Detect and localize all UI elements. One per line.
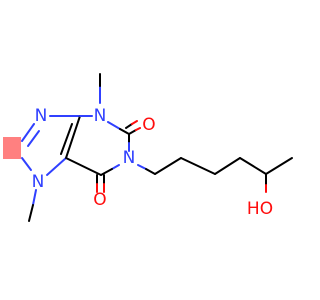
bond-c2-o-outer — [135, 127, 141, 131]
bond-c2-o — [128, 129, 137, 135]
bond-layer — [21, 73, 293, 222]
bond-n3-c2-end — [119, 128, 130, 135]
bond-c2-o-inner — [125, 123, 133, 129]
bond-n7-methyl — [32, 189, 37, 206]
atom-n7-label: N — [32, 172, 45, 192]
atom-o-c2-label: O — [142, 115, 155, 135]
atom-n1-label: N — [123, 148, 136, 168]
bond-n1-c6 — [111, 164, 120, 170]
bond-n1-c6-end — [100, 168, 113, 176]
atom-oh-label: HO — [247, 199, 273, 219]
bond-n7-methyl-end — [28, 204, 34, 222]
bond-chain-4 — [214, 157, 241, 175]
bond-chain-3 — [180, 157, 216, 175]
bond-c2-o-inner-end — [131, 120, 138, 125]
bond-n1-chain — [137, 164, 147, 170]
highlight-c8 — [3, 137, 21, 159]
atom-label-layer: N N N N O O HO — [32, 106, 273, 219]
atom-n9-label: N — [35, 106, 48, 126]
bond-c4-c5-inner — [60, 123, 73, 155]
bond-chain-methyl — [265, 157, 293, 175]
bond-c5-n7 — [46, 157, 67, 176]
bond-c4-c5 — [65, 115, 81, 159]
atom-o-c6-label: O — [93, 190, 106, 210]
bond-c8-n7 — [21, 157, 32, 171]
bond-n9-c8 — [21, 123, 35, 142]
molecule-canvas: N N N N O O HO — [3, 73, 293, 222]
bond-n3-c2 — [107, 121, 121, 130]
bond-c6-c5 — [65, 157, 102, 176]
bond-chain-1 — [145, 168, 156, 175]
bond-n9-c8-inner — [27, 130, 40, 147]
bond-chain-2 — [154, 157, 182, 175]
molecule-structure: N N N N O O HO — [3, 73, 293, 222]
atom-n3-label: N — [94, 106, 107, 126]
bond-chain-5 — [239, 157, 267, 175]
